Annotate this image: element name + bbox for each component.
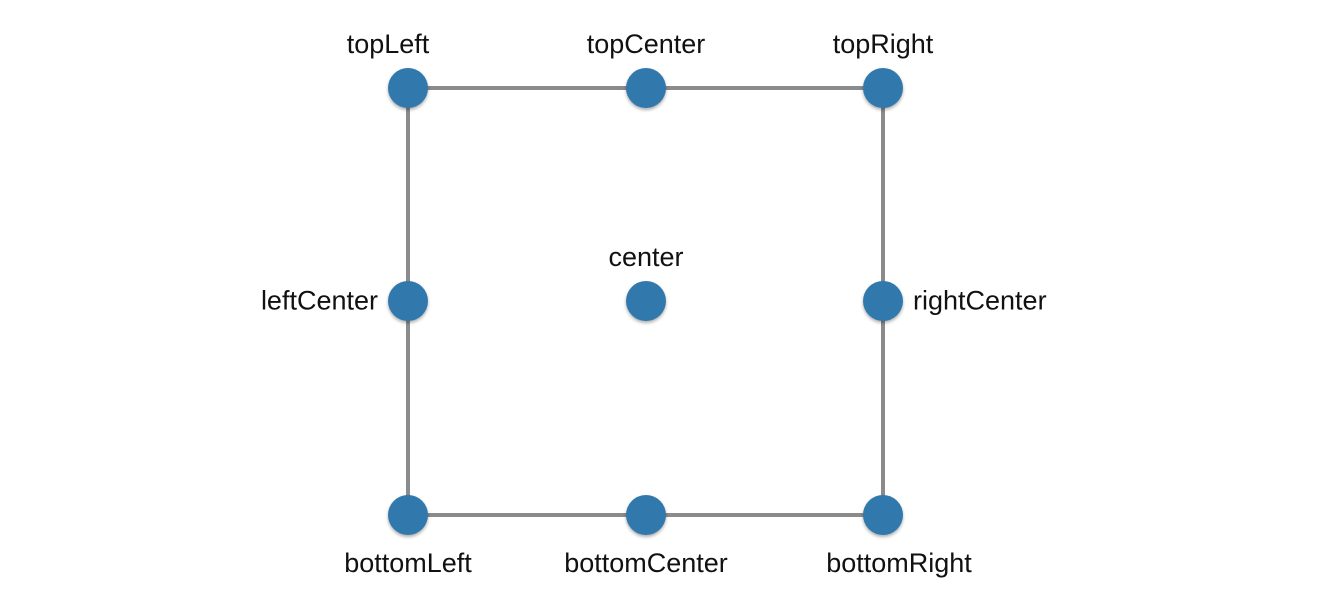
anchor-dot-rightCenter xyxy=(863,281,903,321)
anchor-dot-bottomLeft xyxy=(388,495,428,535)
anchor-label-topRight: topRight xyxy=(832,28,934,59)
anchor-label-rightCenter: rightCenter xyxy=(913,285,1047,316)
anchor-dot-leftCenter xyxy=(388,281,428,321)
anchor-label-leftCenter: leftCenter xyxy=(260,285,378,316)
anchor-dot-topRight xyxy=(863,68,903,108)
anchor-dot-bottomRight xyxy=(863,495,903,535)
anchor-dot-bottomCenter xyxy=(626,495,666,535)
anchor-label-bottomCenter: bottomCenter xyxy=(564,548,728,578)
anchor-dot-center xyxy=(626,281,666,321)
anchor-label-topCenter: topCenter xyxy=(586,28,706,59)
anchor-dot-topLeft xyxy=(388,68,428,108)
anchor-dot-topCenter xyxy=(626,68,666,108)
anchor-label-bottomLeft: bottomLeft xyxy=(344,548,472,578)
anchor-label-topLeft: topLeft xyxy=(346,28,430,59)
anchor-label-bottomRight: bottomRight xyxy=(826,548,972,578)
anchor-label-center: center xyxy=(608,241,684,272)
